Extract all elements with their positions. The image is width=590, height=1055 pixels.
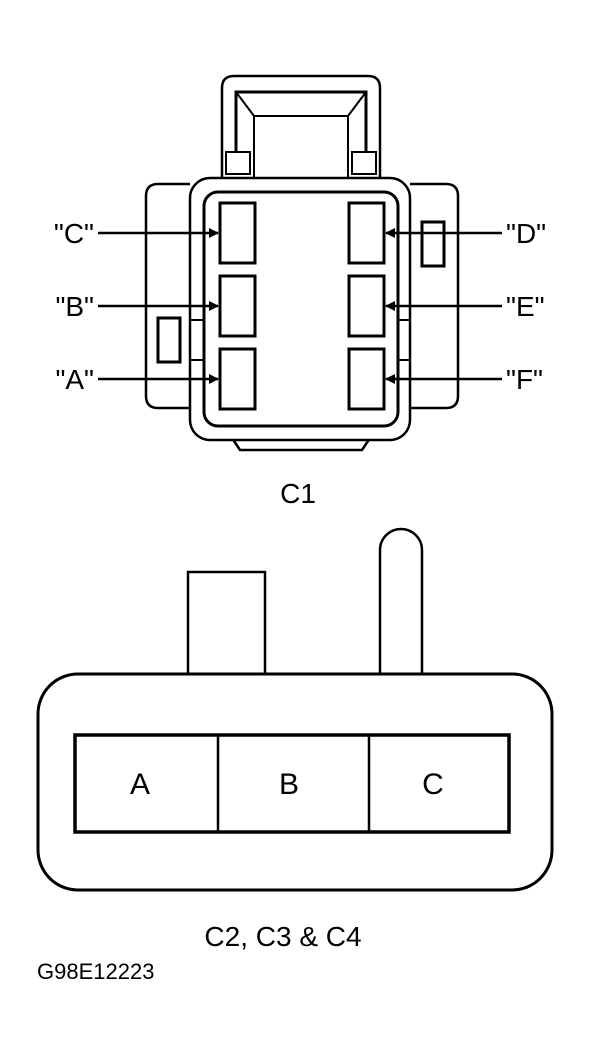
label-pin-f: "F" [506,364,543,395]
c2-cell-a: A [130,768,150,801]
c2-connector [36,527,554,892]
c1-pin-e [347,274,386,338]
label-pin-e: "E" [506,291,545,322]
c2-caption: C2, C3 & C4 [204,921,361,952]
c2-square-tab [186,570,267,680]
c1-left-key [156,316,182,364]
c2-cell-c: C [422,768,444,801]
label-pin-d: "D" [506,218,546,249]
c1-arrows [98,228,502,384]
c1-pin-a [218,347,257,411]
c2-housing [36,672,554,892]
c1-right-key [420,220,446,268]
c1-pin-c [218,201,257,265]
c1-top-latch-inner [234,90,368,168]
c1-housing-inner [202,190,400,428]
label-pin-c: "C" [54,218,94,249]
c1-top-latch [220,74,382,182]
c1-pin-d [347,201,386,265]
label-pin-a: "A" [55,364,94,395]
c2-cavity-frame [73,733,511,834]
c1-connector [144,74,460,452]
c2-cell-b: B [279,768,299,801]
c1-caption: C1 [280,478,316,509]
c1-right-wing [410,182,460,410]
c1-pin-b [218,274,257,338]
c1-top-latch-bevel [235,91,367,117]
c1-housing [188,176,412,442]
c1-bottom-tab [230,437,372,452]
label-pin-b: "B" [55,291,94,322]
c2-round-post [378,527,424,678]
figure-code: G98E12223 [37,959,154,984]
c1-pin-f [347,347,386,411]
c1-left-wing [144,182,190,410]
